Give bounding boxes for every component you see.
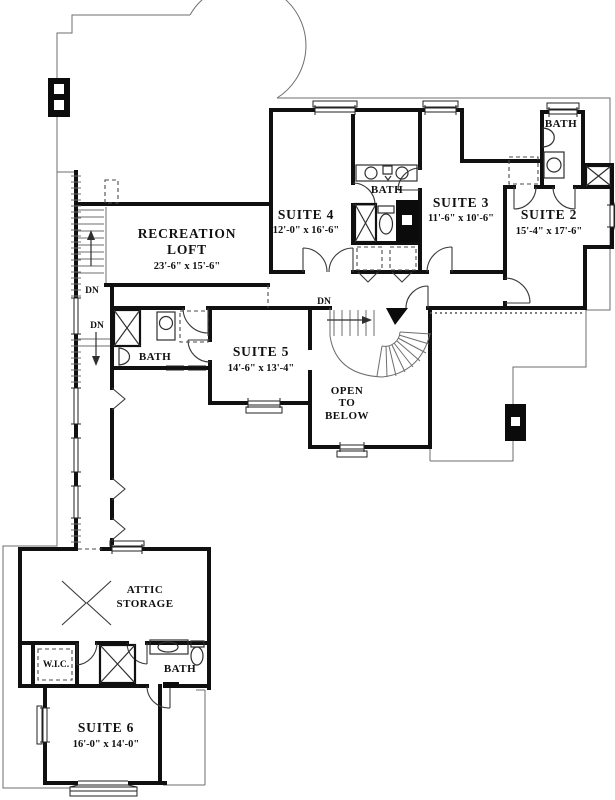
- corridor-steps: [78, 332, 110, 366]
- wic-shelves: [37, 648, 73, 681]
- roof-outline: [2, 0, 611, 789]
- room-label-bath-bottom: BATH: [164, 663, 196, 675]
- hearth-block: [163, 682, 179, 688]
- room-label-attic-2: STORAGE: [116, 598, 173, 610]
- toilet-icon: [543, 151, 565, 179]
- chase-block: [396, 200, 419, 242]
- toilet-icon: [377, 205, 395, 235]
- room-label-bath-left: BATH: [139, 351, 171, 363]
- room-dims-suite-4: 12'-0" x 16'-6": [273, 225, 340, 236]
- chase-dashed: [104, 179, 119, 204]
- room-label-suite-6: SUITE 6: [78, 720, 134, 735]
- room-label-suite-3: SUITE 3: [433, 195, 489, 210]
- labels: RECREATION LOFT 23'-6" x 15'-6" SUITE 4 …: [43, 118, 582, 750]
- stair-dn-label-main: DN: [317, 297, 331, 307]
- room-label-suite-5: SUITE 5: [233, 344, 289, 359]
- room-dims-suite-3: 11'-6" x 10'-6": [428, 213, 494, 224]
- vanity-double-icon: [355, 164, 418, 182]
- room-label-suite-2: SUITE 2: [521, 207, 577, 222]
- chimney-top-left: [48, 78, 70, 117]
- closet-shelves: [356, 246, 383, 271]
- shower-icon: [98, 643, 137, 685]
- room-dims-suite-2: 15'-4" x 17'-6": [516, 226, 583, 237]
- fixtures: [37, 127, 613, 688]
- shower-icon: [112, 308, 142, 348]
- toilet-icon: [190, 640, 205, 666]
- room-label-recreation-loft: RECREATION: [138, 226, 237, 241]
- label-open-to-below: OPEN: [331, 385, 364, 397]
- sink-icon: [542, 127, 555, 148]
- stair-dn-label-corridor: DN: [90, 321, 104, 331]
- room-label-suite-4: SUITE 4: [278, 207, 334, 222]
- room-dims-recreation-loft: 23'-6" x 15'-6": [154, 261, 221, 272]
- stair-west: [78, 207, 107, 283]
- label-open-to-below-3: BELOW: [325, 410, 369, 422]
- label-open-to-below-2: TO: [339, 397, 356, 409]
- toilet-icon: [156, 311, 176, 341]
- vanity-icon: [149, 639, 189, 655]
- closet-shelves: [389, 246, 417, 271]
- windows: [36, 100, 615, 797]
- closet-shelves: [179, 310, 209, 343]
- shower-icon: [584, 164, 613, 188]
- stair-dn-label-west: DN: [85, 286, 99, 296]
- room-dims-suite-6: 16'-0" x 14'-0": [73, 739, 140, 750]
- chimney-right: [505, 404, 526, 441]
- closet-shelves: [508, 156, 539, 185]
- room-dims-suite-5: 14'-6" x 13'-4": [228, 363, 295, 374]
- room-label-wic: W.I.C.: [43, 660, 69, 670]
- room-label-bath-top-right: BATH: [545, 118, 577, 130]
- stair-main-curved: [327, 308, 432, 378]
- stair-wall-wedge: [386, 308, 408, 325]
- sink-icon: [118, 347, 131, 366]
- room-label-recreation-loft-2: LOFT: [167, 242, 207, 257]
- room-label-bath-middle: BATH: [371, 184, 403, 196]
- doors: [61, 167, 584, 709]
- room-label-attic: ATTIC: [127, 584, 164, 596]
- shower-icon: [353, 202, 378, 244]
